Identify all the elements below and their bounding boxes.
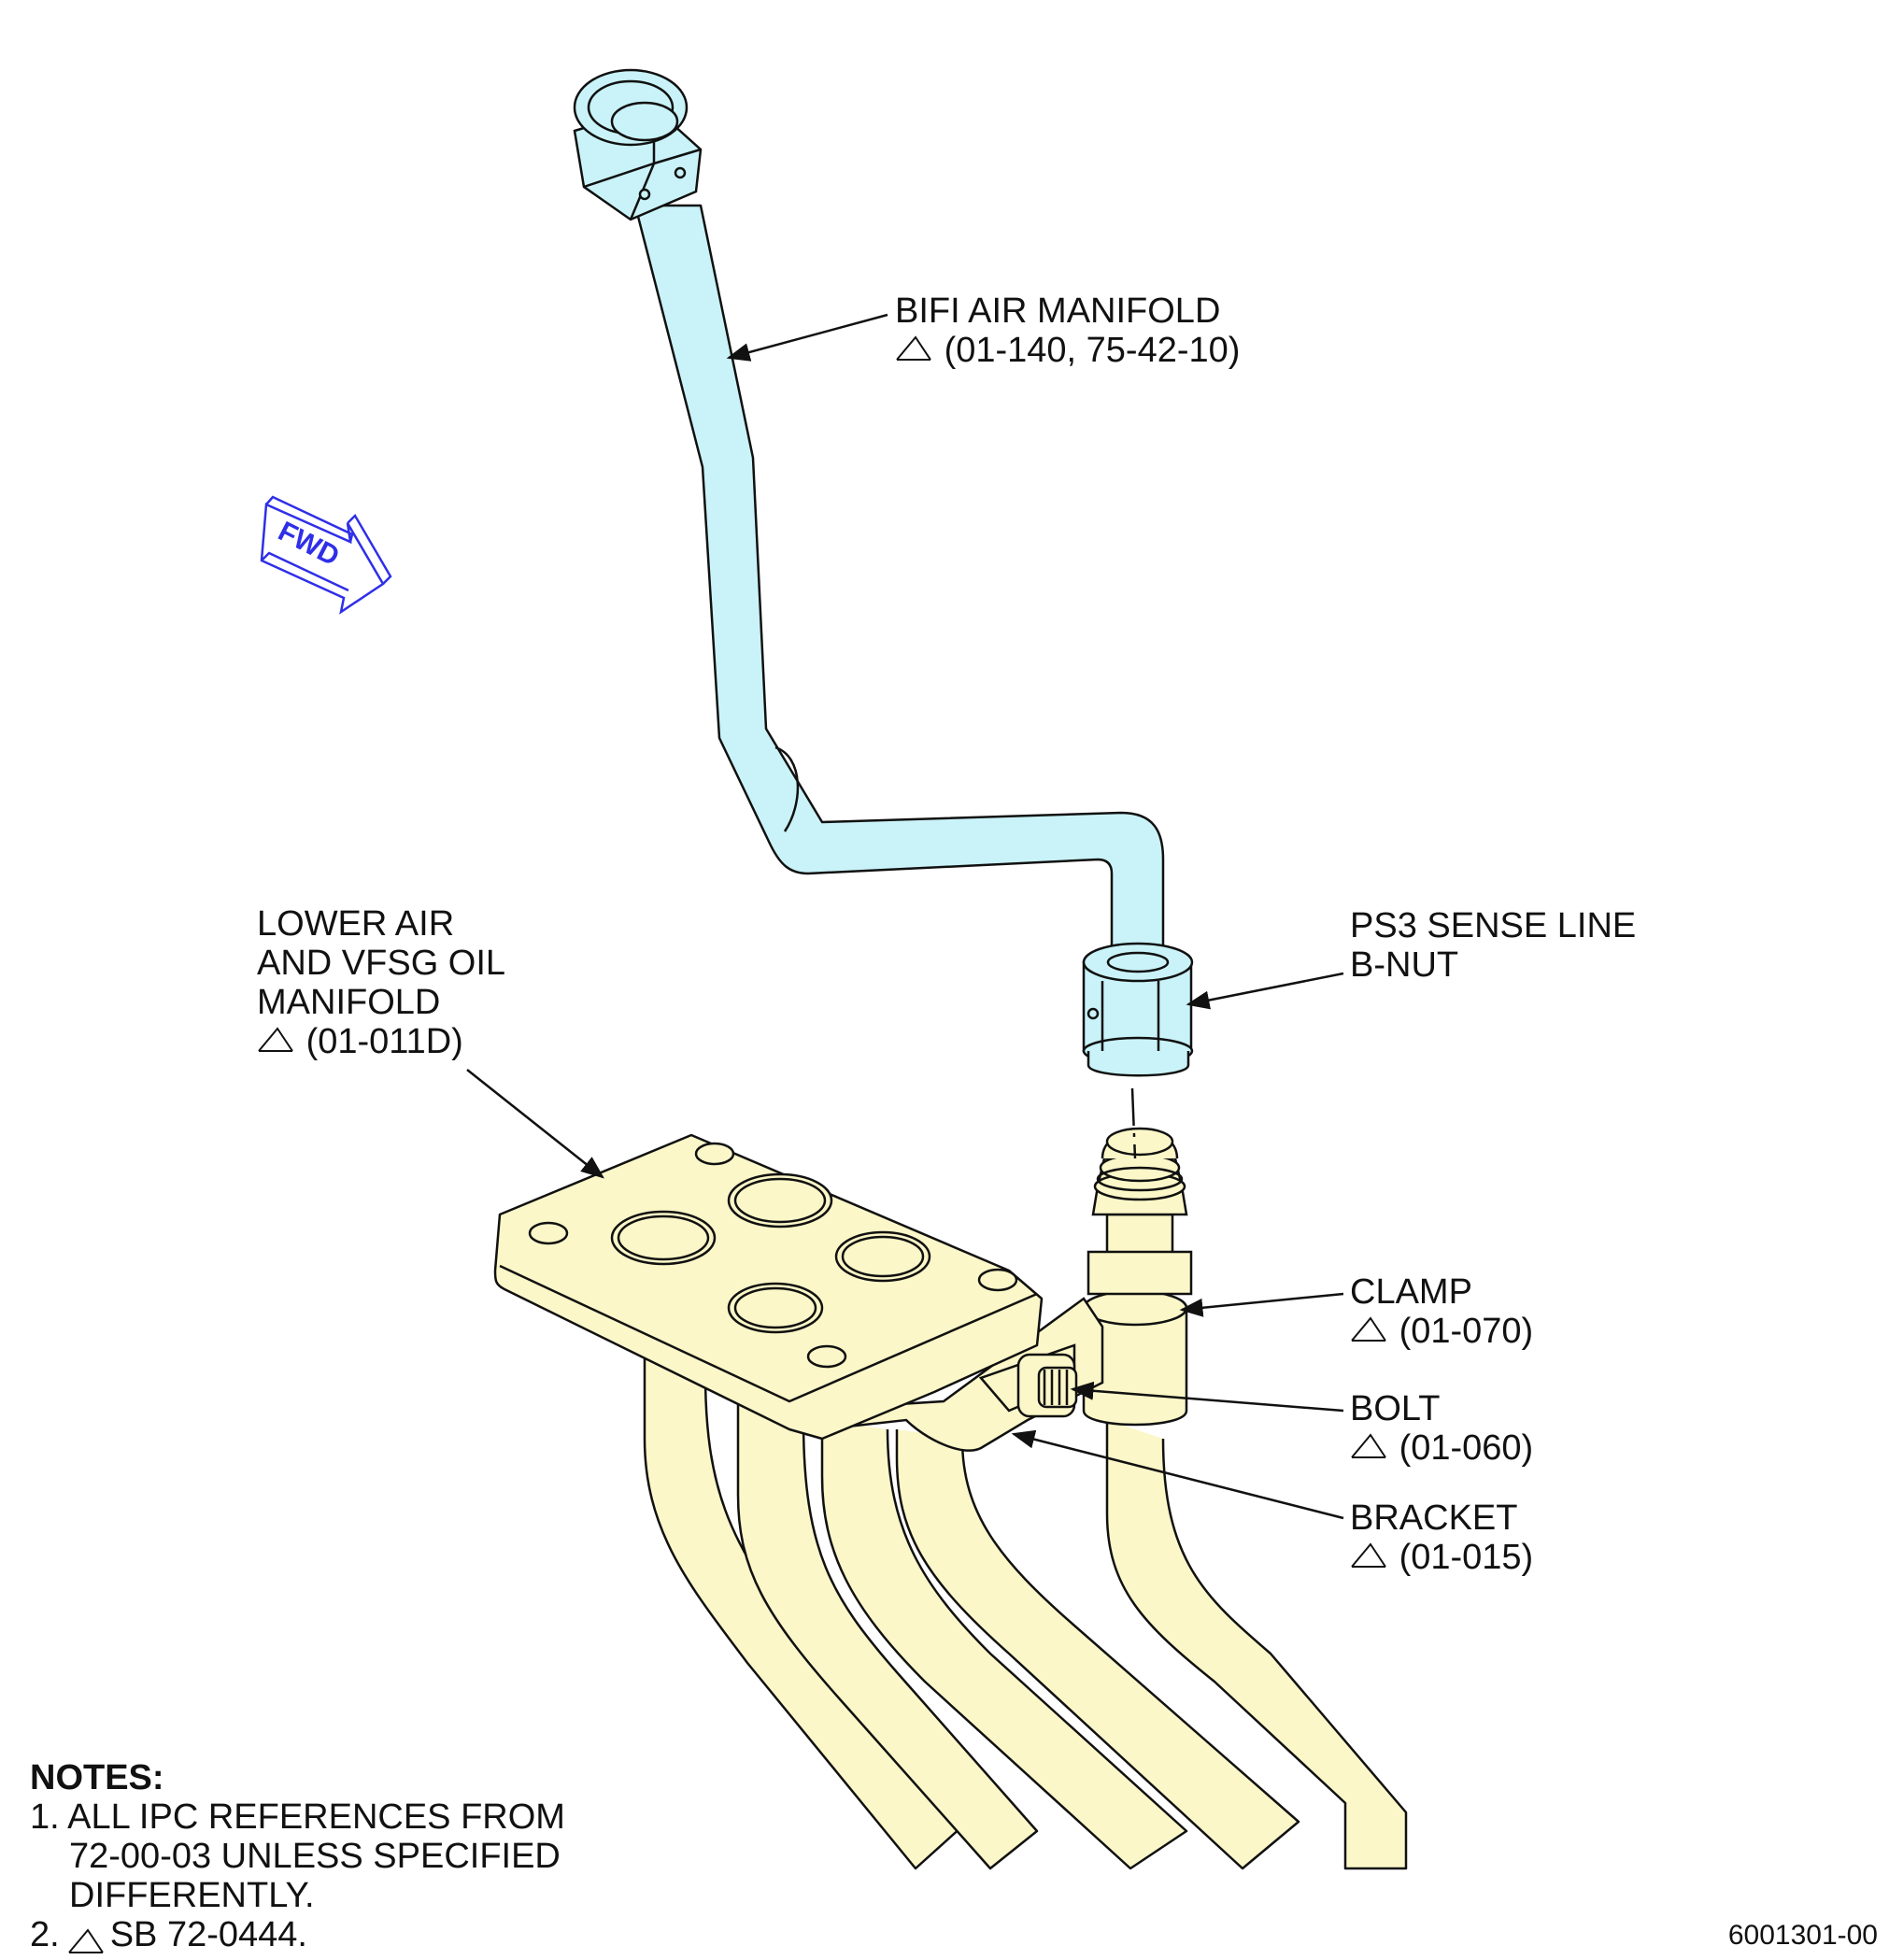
bifi-tube (633, 204, 1165, 964)
note-1-line2: 72-00-03 UNLESS SPECIFIED (69, 1837, 561, 1876)
notes-title: NOTES: (30, 1758, 164, 1797)
hole-big-4 (727, 1282, 824, 1334)
top-b-nut (573, 68, 703, 221)
ps3-b-nut (1082, 942, 1194, 1077)
lower-manifold-tubes (643, 1345, 1408, 1870)
leader-lines (466, 313, 1344, 1520)
label-bolt-title: BOLT (1350, 1389, 1441, 1428)
hole-big-2 (727, 1172, 833, 1229)
note-2: 2. SB 72-0444. (30, 1915, 565, 1954)
label-bolt: BOLT (01-060) (1350, 1389, 1533, 1468)
label-clamp: CLAMP (01-070) (1350, 1272, 1533, 1351)
sb-triangle-icon (67, 1928, 104, 1953)
label-bracket-ref: (01-015) (1399, 1538, 1534, 1577)
note-2-text: SB 72-0444. (109, 1915, 307, 1954)
fitting-shape (1087, 1127, 1193, 1296)
label-lower-manifold: LOWER AIR AND VFSG OIL MANIFOLD (01-011D… (257, 904, 505, 1061)
label-bracket: BRACKET (01-015) (1350, 1498, 1533, 1577)
label-bifi-air-manifold: BIFI AIR MANIFOLD (01-140, 75-42-10) (895, 291, 1240, 370)
hole-small-1 (694, 1142, 735, 1166)
tube-5 (1105, 1420, 1408, 1870)
bolt-shape (1016, 1353, 1078, 1418)
label-clamp-ref: (01-070) (1399, 1312, 1534, 1351)
note-2-number: 2. (30, 1915, 60, 1954)
sb-triangle-icon (1351, 1542, 1386, 1568)
tube-4 (895, 1429, 1300, 1870)
label-lower-line3: MANIFOLD (257, 983, 441, 1022)
center-line (1130, 1087, 1137, 1159)
hole-small-3 (977, 1268, 1018, 1292)
hole-small-2 (528, 1221, 569, 1245)
hole-small-4 (806, 1344, 847, 1369)
hole-big-3 (834, 1230, 931, 1283)
leader-lower (466, 1069, 604, 1179)
hole-big-1 (610, 1210, 717, 1266)
label-ps3-line1: PS3 SENSE LINE (1350, 906, 1637, 945)
label-bifi-ref: (01-140, 75-42-10) (944, 331, 1241, 370)
tube-2 (736, 1383, 1039, 1870)
label-ps3-line2: B-NUT (1350, 945, 1459, 985)
label-ps3-sense-line: PS3 SENSE LINE B-NUT (1350, 906, 1636, 985)
sb-triangle-icon (258, 1027, 293, 1052)
tube-3 (820, 1420, 1188, 1870)
sb-triangle-icon (1351, 1433, 1386, 1458)
label-clamp-title: CLAMP (1350, 1272, 1472, 1312)
label-lower-line2: AND VFSG OIL (257, 944, 506, 983)
note-1-line3: DIFFERENTLY. (69, 1876, 315, 1915)
label-bifi-title: BIFI AIR MANIFOLD (895, 291, 1221, 331)
label-bolt-ref: (01-060) (1399, 1428, 1534, 1468)
leader-bracket (1011, 1429, 1344, 1520)
label-lower-line1: LOWER AIR (257, 904, 455, 944)
note-1-line1: 1. ALL IPC REFERENCES FROM (30, 1797, 565, 1837)
fwd-arrow-icon: FWD (260, 495, 392, 615)
notes-block: NOTES: 1. ALL IPC REFERENCES FROM 72-00-… (30, 1758, 565, 1954)
leader-bolt (1070, 1381, 1344, 1413)
leader-clamp (1179, 1292, 1344, 1317)
sb-triangle-icon (896, 335, 931, 361)
manifold-plate (493, 1133, 1044, 1441)
figure-number: 6001301-00 (1727, 1920, 1878, 1951)
sb-triangle-icon (1351, 1316, 1386, 1342)
leader-ps3 (1186, 972, 1344, 1010)
label-bracket-title: BRACKET (1350, 1498, 1518, 1538)
leader-bifi (726, 313, 888, 362)
label-lower-ref: (01-011D) (305, 1022, 463, 1061)
